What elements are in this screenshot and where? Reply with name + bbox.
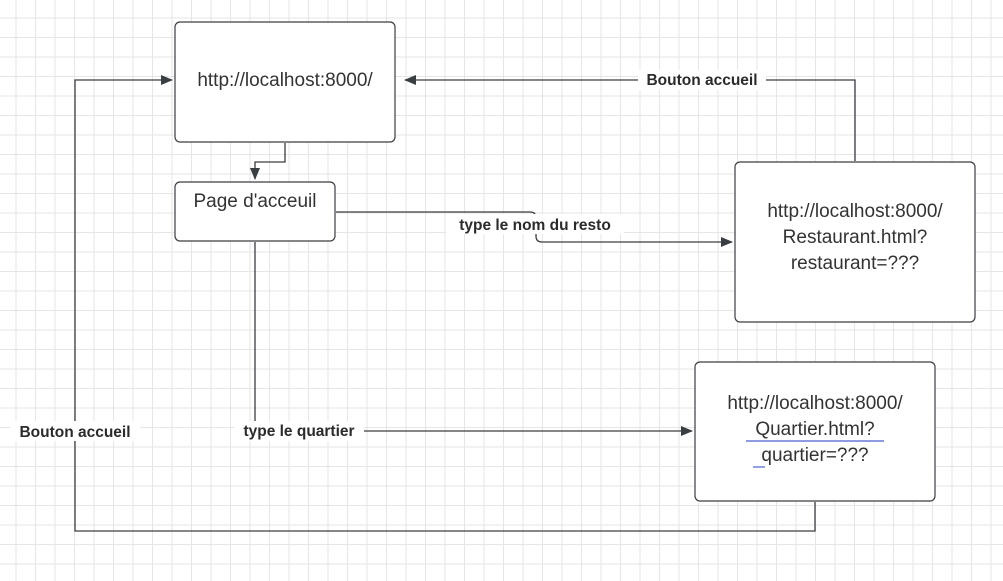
edge-quartier-to-home-label: Bouton accueil	[19, 424, 130, 441]
node-home-page-box	[174, 181, 336, 242]
edge-restaurant-to-home[interactable]: Bouton accueil	[404, 70, 856, 161]
node-quartier-url-box	[694, 361, 936, 502]
edge-page-to-quartier-line	[254, 242, 693, 436]
edge-page-to-quartier[interactable]: type le quartier	[234, 242, 693, 441]
node-quartier-url-line-3: quartier=???	[761, 445, 868, 466]
edge-quartier-to-home-label-bg	[10, 421, 140, 441]
node-restaurant-url-box	[734, 161, 976, 323]
edge-page-to-restaurant-label: type le nom du resto	[459, 217, 611, 234]
node-home-page[interactable]: Page d'acceuil	[174, 181, 336, 242]
edge-home-to-page-line	[250, 143, 286, 180]
edge-page-to-quartier-label-bg	[234, 421, 364, 441]
edge-quartier-to-home-line	[74, 75, 816, 532]
node-quartier-url-line-1: http://localhost:8000/	[727, 393, 903, 414]
node-home-page-line-1: Page d'acceuil	[194, 191, 317, 212]
node-home-url[interactable]: http://localhost:8000/	[174, 21, 396, 143]
node-restaurant-url-line-3: restaurant=???	[791, 253, 919, 274]
edge-restaurant-to-home-line	[404, 75, 856, 161]
node-quartier-url[interactable]: http://localhost:8000/ Quartier.html? qu…	[694, 361, 936, 502]
edge-restaurant-to-home-label-bg	[638, 70, 766, 90]
edge-quartier-to-home[interactable]: Bouton accueil	[10, 75, 816, 532]
edge-home-to-page[interactable]	[250, 143, 286, 180]
edge-page-to-quartier-label: type le quartier	[243, 423, 354, 440]
node-restaurant-url-line-1: http://localhost:8000/	[767, 201, 943, 222]
node-restaurant-url-line-2: Restaurant.html?	[783, 227, 928, 248]
node-home-url-box	[174, 21, 396, 143]
edge-page-to-restaurant-label-bg	[446, 214, 624, 234]
edge-page-to-restaurant[interactable]: type le nom du resto	[336, 211, 733, 247]
node-quartier-url-line-2: Quartier.html?	[755, 419, 874, 440]
edge-restaurant-to-home-label: Bouton accueil	[646, 72, 757, 89]
node-home-url-line-1: http://localhost:8000/	[197, 70, 373, 91]
node-restaurant-url[interactable]: http://localhost:8000/ Restaurant.html? …	[734, 161, 976, 323]
